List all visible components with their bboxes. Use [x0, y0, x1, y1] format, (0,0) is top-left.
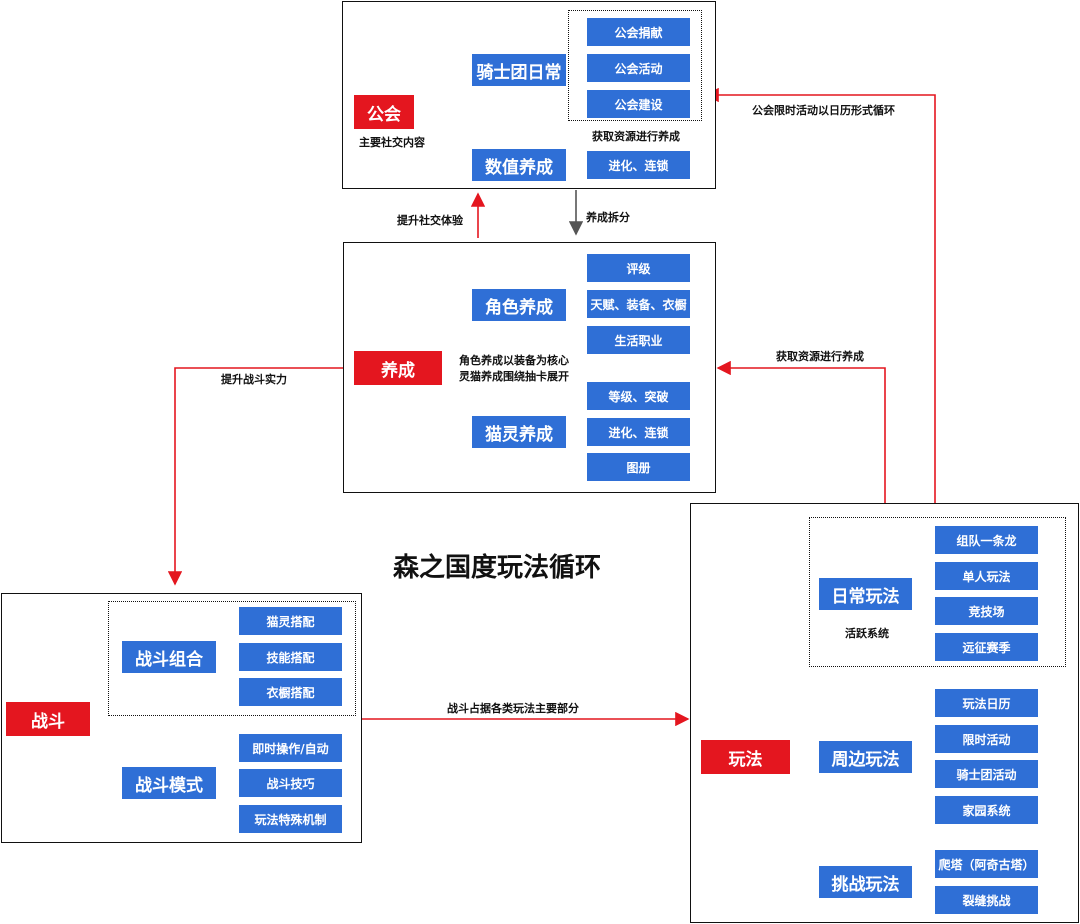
cultivation-note-line2: 灵猫养成围绕抽卡展开 [459, 370, 569, 383]
cat-evolve-item: 进化、连锁 [587, 418, 690, 446]
guild-build-item: 公会建设 [587, 90, 690, 118]
cultivation-note-line1: 角色养成以装备为核心 [459, 354, 569, 367]
guild-activity-item: 公会活动 [587, 54, 690, 82]
skill-combo-item: 技能搭配 [239, 643, 342, 671]
battle-mode-node: 战斗模式 [122, 767, 216, 799]
talent-gear-wardrobe-item: 天赋、装备、衣橱 [587, 290, 690, 318]
guild-resource-note: 获取资源进行养成 [592, 130, 680, 143]
knight-order-activity-item: 骑士团活动 [935, 760, 1038, 788]
expedition-season-item: 远征赛季 [935, 633, 1038, 661]
arrow-label-split: 养成拆分 [586, 211, 630, 224]
battle-tag: 战斗 [6, 702, 90, 736]
gameplay-calendar-item: 玩法日历 [935, 689, 1038, 717]
daily-gameplay-group [809, 517, 1066, 667]
solo-play-item: 单人玩法 [935, 562, 1038, 590]
special-mechanic-item: 玩法特殊机制 [239, 805, 342, 833]
guild-donate-item: 公会捐献 [587, 18, 690, 46]
rift-challenge-item: 裂缝挑战 [935, 886, 1038, 914]
arena-item: 竞技场 [935, 597, 1038, 625]
peripheral-gameplay-node: 周边玩法 [819, 741, 912, 773]
battle-combo-node: 战斗组合 [122, 641, 216, 673]
limited-event-item: 限时活动 [935, 725, 1038, 753]
guild-tag: 公会 [354, 95, 414, 129]
arrow-label-social: 提升社交体验 [397, 214, 463, 227]
tower-climb-item: 爬塔（阿奇古塔） [935, 850, 1038, 878]
gameplay-tag: 玩法 [701, 740, 790, 774]
activity-system-note: 活跃系统 [845, 627, 889, 640]
diagram-title: 森之国度玩法循环 [393, 553, 602, 583]
team-run-item: 组队一条龙 [935, 526, 1038, 554]
cat-spirit-cultivation-node: 猫灵养成 [472, 416, 566, 448]
level-breakthrough-item: 等级、突破 [587, 382, 690, 410]
cultivation-tag: 养成 [354, 351, 442, 385]
guild-stats-node: 数值养成 [472, 149, 566, 181]
codex-item: 图册 [587, 453, 690, 481]
battle-combo-group [108, 601, 356, 716]
homeland-system-item: 家园系统 [935, 796, 1038, 824]
wardrobe-combo-item: 衣橱搭配 [239, 678, 342, 706]
realtime-auto-item: 即时操作/自动 [239, 734, 342, 762]
life-profession-item: 生活职业 [587, 326, 690, 354]
guild-daily-node: 骑士团日常 [472, 54, 566, 86]
daily-gameplay-node: 日常玩法 [819, 578, 912, 610]
guild-subtitle: 主要社交内容 [359, 136, 425, 149]
rating-item: 评级 [587, 254, 690, 282]
battle-technique-item: 战斗技巧 [239, 769, 342, 797]
arrow-label-battle-share: 战斗占据各类玩法主要部分 [447, 702, 579, 715]
cat-combo-item: 猫灵搭配 [239, 607, 342, 635]
guild-daily-group [568, 10, 702, 121]
arrow-label-resources: 获取资源进行养成 [776, 350, 864, 363]
character-cultivation-node: 角色养成 [472, 289, 566, 321]
challenge-gameplay-node: 挑战玩法 [819, 866, 912, 898]
guild-evolve-item: 进化、连锁 [587, 151, 690, 179]
arrow-label-guild-cycle: 公会限时活动以日历形式循环 [752, 104, 895, 117]
arrow-label-combat: 提升战斗实力 [221, 373, 287, 386]
